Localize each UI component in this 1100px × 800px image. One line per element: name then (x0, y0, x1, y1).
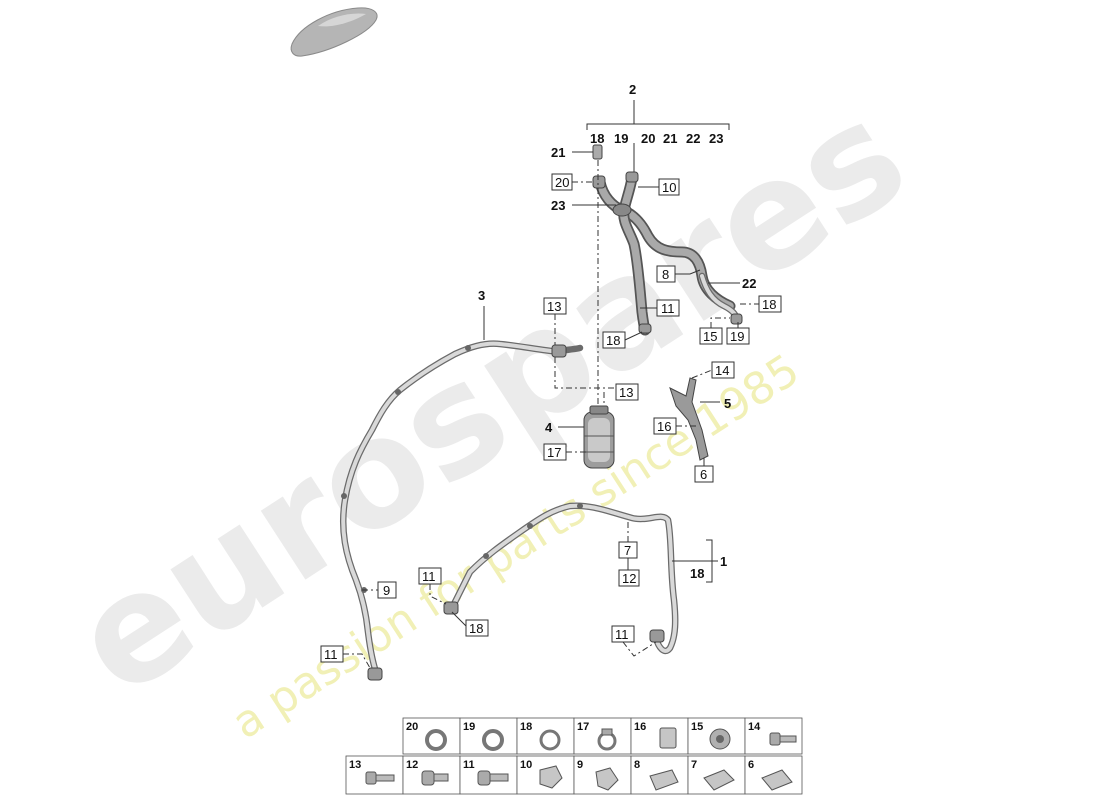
box-label: 11 (615, 627, 629, 642)
box-label: 14 (715, 363, 729, 378)
legend-number: 7 (691, 759, 697, 771)
clip-nut-icon (659, 727, 677, 749)
box-label: 8 (662, 267, 669, 282)
group2-item: 19 (614, 131, 628, 146)
box-label: 13 (619, 385, 633, 400)
box-label: 19 (730, 329, 744, 344)
callout-group-1: 1 18 (672, 539, 727, 583)
parts-legend: 20 19 18 17 16 15 14 (345, 717, 803, 795)
group2-item: 22 (686, 131, 700, 146)
box-label: 18 (762, 297, 776, 312)
callout-3: 3 (478, 288, 485, 303)
watermark-brand: eurospares (45, 68, 935, 730)
o-ring-icon (425, 729, 447, 751)
bolt-icon (477, 770, 509, 786)
legend-number: 16 (634, 721, 646, 733)
legend-row-2: 13 12 11 10 9 8 (345, 755, 803, 795)
legend-number: 18 (520, 721, 532, 733)
group2-item: 23 (709, 131, 723, 146)
pipe-line-3 (340, 340, 584, 681)
double-clip-icon (649, 769, 679, 791)
flange-nut-icon (709, 728, 731, 750)
legend-number: 8 (634, 759, 640, 771)
box-label: 18 (469, 621, 483, 636)
callout-5: 5 (724, 396, 731, 411)
receiver-drier (583, 405, 615, 469)
boxed-callouts: 20 10 8 11 18 18 15 19 13 13 (320, 173, 782, 669)
bolt-icon (365, 771, 395, 785)
callout-1: 1 (720, 554, 727, 569)
hose-assembly-upper (592, 144, 743, 336)
box-label: 16 (657, 419, 671, 434)
hose-clamp-icon (597, 728, 617, 751)
group2-item: 20 (641, 131, 655, 146)
car-icon (290, 7, 378, 57)
box-label: 18 (606, 333, 620, 348)
callout-23: 23 (551, 198, 565, 213)
legend-number: 9 (577, 759, 583, 771)
o-ring-icon (482, 729, 504, 751)
box-label: 17 (547, 445, 561, 460)
group2-item: 18 (590, 131, 604, 146)
bracket-5 (669, 377, 709, 461)
callout-4: 4 (545, 420, 553, 435)
box-label: 11 (661, 301, 675, 316)
box-label: 7 (624, 543, 631, 558)
legend-number: 13 (349, 759, 361, 771)
legend-number: 11 (463, 759, 475, 771)
legend-number: 17 (577, 721, 589, 733)
box-label: 10 (662, 180, 676, 195)
callout-21: 21 (551, 145, 565, 160)
legend-row-1: 20 19 18 17 16 15 14 (402, 717, 803, 755)
o-ring-icon (539, 729, 561, 751)
legend-number: 20 (406, 721, 418, 733)
legend-number: 6 (748, 759, 754, 771)
bolt-icon (769, 732, 797, 746)
pipe-line-1 (443, 502, 679, 655)
legend-number: 15 (691, 721, 703, 733)
holder-clip-icon (703, 769, 735, 791)
box-label: 9 (383, 583, 390, 598)
box-label: 12 (622, 571, 636, 586)
callout-18-main: 18 (690, 566, 704, 581)
box-label: 11 (422, 569, 436, 584)
pipe-clip-icon (595, 767, 619, 791)
legend-number: 10 (520, 759, 532, 771)
box-label: 6 (700, 467, 707, 482)
watermark: eurospares a passion for parts since 198… (45, 68, 935, 750)
box-label: 11 (324, 647, 338, 662)
box-label: 13 (547, 299, 561, 314)
legend-number: 14 (748, 721, 761, 733)
callout-group-2: 2 18 19 20 21 22 23 (586, 82, 730, 176)
bracket-clip-icon (761, 769, 793, 791)
legend-number: 12 (406, 759, 418, 771)
box-label: 15 (703, 329, 717, 344)
box-label: 20 (555, 175, 569, 190)
grommet-icon (539, 765, 563, 789)
legend-number: 19 (463, 721, 475, 733)
callout-2: 2 (629, 82, 636, 97)
callout-22: 22 (742, 276, 756, 291)
bolt-icon (421, 770, 449, 786)
group2-item: 21 (663, 131, 677, 146)
